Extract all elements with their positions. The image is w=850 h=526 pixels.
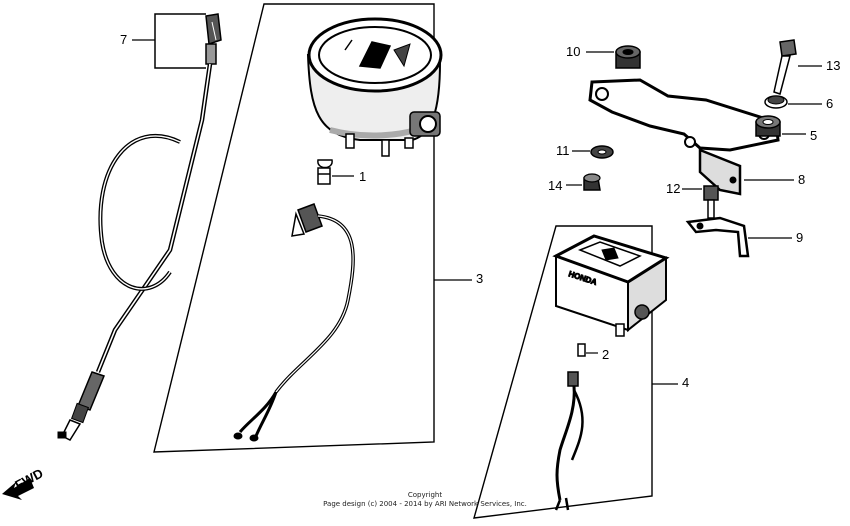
callout-10: 10: [566, 44, 580, 59]
callout-12: 12: [666, 181, 680, 196]
speedometer-gauge: [306, 17, 443, 157]
callout-7: 7: [120, 32, 127, 47]
callout-8: 8: [798, 172, 805, 187]
indicator-housing: HONDA: [552, 234, 670, 337]
indicator-wire-harness: [554, 371, 584, 511]
callout-bracket-7: [154, 13, 206, 69]
washer-part-11: [590, 145, 614, 159]
callout-13: 13: [826, 58, 840, 73]
mounting-bracket-part-8: [588, 78, 780, 196]
grommet-part-5: [755, 115, 781, 137]
speedometer-cable: [57, 13, 222, 441]
bolt-part-12: [703, 185, 719, 219]
callout-2: 2: [602, 347, 609, 362]
callout-9: 9: [796, 230, 803, 245]
copyright-line-1: Copyright: [408, 491, 442, 499]
assembly-box-4: [473, 225, 653, 519]
assembly-box-3: [153, 3, 435, 453]
callout-3: 3: [476, 271, 483, 286]
bolt-part-13: [773, 39, 797, 95]
callout-5: 5: [810, 128, 817, 143]
callout-1: 1: [359, 169, 366, 184]
callout-6: 6: [826, 96, 833, 111]
speedometer-wire-harness: [233, 203, 355, 442]
forward-direction-arrow: FWD: [2, 466, 46, 500]
washer-part-6: [764, 95, 788, 109]
bracket-part-9: [685, 216, 750, 258]
pin-part-2: [577, 343, 586, 357]
copyright-line-2: Page design (c) 2004 - 2014 by ARI Netwo…: [323, 500, 527, 508]
nut-part-14: [583, 173, 601, 191]
bulb-part-1: [317, 159, 333, 185]
callout-11: 11: [556, 143, 570, 158]
nut-part-10: [615, 45, 641, 69]
callout-14: 14: [548, 178, 562, 193]
callout-4: 4: [682, 375, 689, 390]
